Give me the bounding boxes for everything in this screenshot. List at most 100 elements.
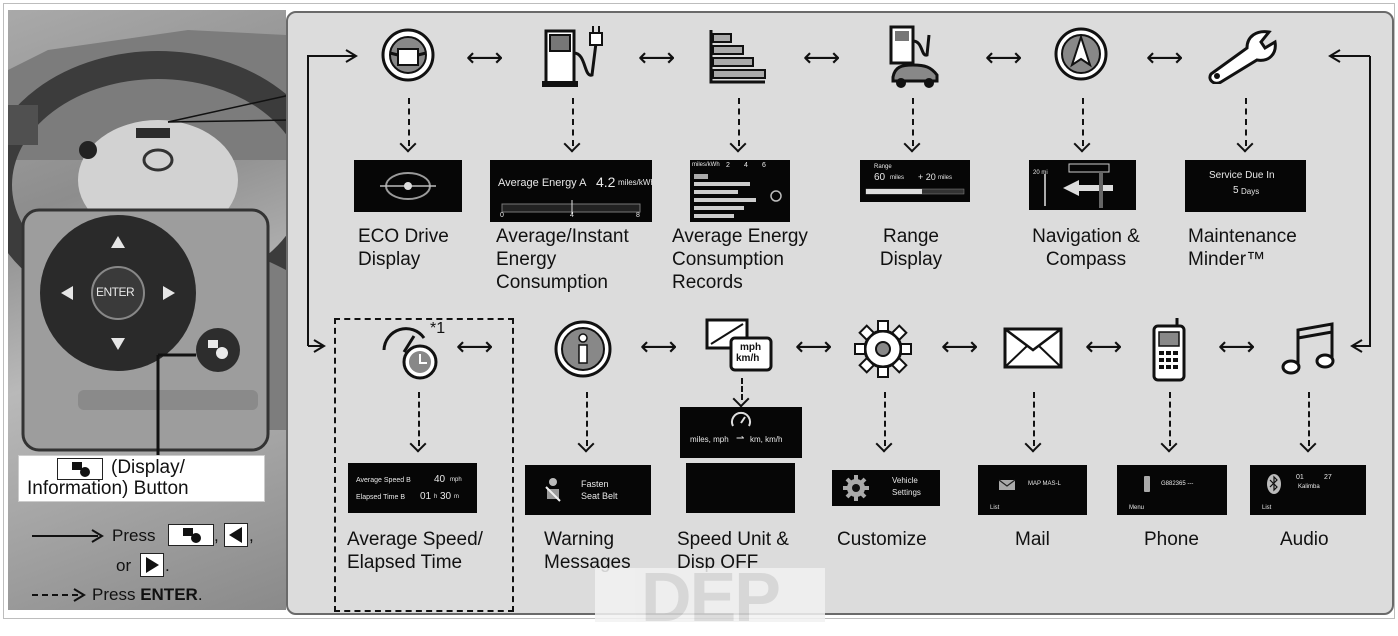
legend-dashed-prefix: Press: [92, 585, 141, 604]
label-speed-unit-l2: Disp OFF: [677, 552, 759, 573]
steering-wheel-photo: [8, 30, 286, 465]
legend-dashed-label: Press ENTER.: [92, 584, 203, 606]
music-note-icon: [1281, 322, 1335, 375]
controller-enter-label: ENTER: [96, 285, 135, 299]
bottom-arrow-5: ⟷: [1085, 331, 1123, 361]
warning-line1: Fasten: [581, 479, 609, 489]
avg-energy-unit: miles/kWh: [618, 178, 652, 187]
speed-unit-text2: km, km/h: [750, 435, 783, 444]
legend-display-button-icon: [168, 524, 214, 546]
bar-chart-icon: [709, 30, 766, 84]
info-icon: [554, 320, 612, 378]
legend-press-label: Press: [112, 526, 156, 545]
speedometer-icon: [731, 411, 751, 427]
label-mail: Mail: [1015, 528, 1050, 551]
phone-screen-handset-icon: [1144, 476, 1150, 492]
maintenance-value: 5: [1233, 185, 1239, 196]
top-arrow-1: ⟷: [466, 42, 504, 72]
phone-screen-softkey: Menu: [1129, 505, 1145, 511]
label-phone-l1: Phone: [1144, 529, 1199, 550]
label-customize: Customize: [837, 528, 927, 551]
avg-speed-line1-value: 40: [434, 474, 446, 485]
compass-icon: [1054, 27, 1108, 81]
label-avg-instant-l1: Average/Instant: [496, 226, 629, 247]
label-energy-records-l1: Average Energy: [672, 226, 808, 247]
legend-period: .: [165, 556, 170, 575]
label-avg-instant-l2: Energy: [496, 249, 557, 270]
wrench-icon: [1208, 30, 1277, 84]
maintenance-line1: Service Due In: [1209, 170, 1275, 181]
range-screen: Range 60 miles + 20 miles: [860, 160, 970, 202]
customize-gear-icon: [843, 475, 869, 501]
label-navigation-l1: Navigation &: [1032, 226, 1140, 247]
label-energy-records-l3: Records: [672, 272, 743, 293]
label-eco-drive: ECO Drive Display: [358, 225, 449, 271]
label-warning-l1: Warning: [544, 529, 615, 550]
records-tick-2: 6: [762, 162, 766, 169]
label-maintenance-l1: Maintenance: [1188, 226, 1297, 247]
range-pump-car-icon: [889, 25, 939, 88]
avg-speed-screen: Average Speed B 40 mph Elapsed Time B 01…: [348, 463, 477, 513]
records-unit: miles/kWh: [692, 162, 720, 168]
customize-screen: Vehicle Settings: [832, 470, 940, 506]
avg-energy-screen: Average Energy A 4.2 miles/kWh 0 4 8: [490, 160, 652, 222]
audio-screen: 01 27 Kalimba List: [1250, 465, 1366, 515]
dashed-arrow-icon: [32, 588, 86, 602]
label-navigation-l2: Compass: [1045, 249, 1127, 270]
steering-wheel-icon: [381, 28, 435, 82]
audio-track1: 01: [1296, 474, 1304, 481]
records-tick-1: 4: [744, 162, 748, 169]
bluetooth-icon: [1267, 474, 1281, 494]
label-mail-l1: Mail: [1015, 529, 1050, 550]
audio-softkey: List: [1262, 505, 1272, 511]
mail-screen: MAP MAS-L List: [978, 465, 1087, 515]
avg-speed-line2-h-unit: h: [434, 494, 438, 500]
avg-speed-line2-label: Elapsed Time B: [356, 494, 406, 501]
bottom-arrow-4: ⟷: [941, 331, 979, 361]
label-energy-records: Average Energy Consumption Records: [672, 225, 808, 294]
callout-leader: [167, 94, 291, 123]
right-arrow-button-icon: [140, 553, 164, 577]
label-avg-instant-l3: Consumption: [496, 272, 608, 293]
avg-speed-line2-m-unit: m: [454, 494, 459, 500]
avg-speed-line2-m: 30: [440, 491, 452, 502]
range-unit-2: miles: [938, 175, 953, 181]
label-maintenance: Maintenance Minder™: [1188, 225, 1297, 271]
avg-energy-tick-0: 0: [500, 212, 504, 219]
speed-unit-icon-mph: mph: [740, 342, 762, 353]
left-arrow-button-icon: [224, 523, 248, 547]
speed-unit-screen: miles, mph ⇀ km, km/h: [680, 407, 802, 458]
avg-energy-value: 4.2: [596, 174, 616, 190]
warning-screen: Fasten Seat Belt: [525, 465, 651, 515]
label-maintenance-l2: Minder™: [1188, 249, 1266, 270]
audio-artist: Kalimba: [1298, 484, 1320, 490]
label-audio-l1: Audio: [1280, 529, 1329, 550]
label-speed-unit-l1: Speed Unit &: [677, 529, 789, 550]
audio-track2: 27: [1324, 474, 1332, 481]
avg-speed-line2-h: 01: [420, 491, 432, 502]
label-warning: Warning Messages: [544, 528, 631, 574]
label-warning-l2: Messages: [544, 552, 631, 573]
top-arrow-2: ⟷: [638, 42, 676, 72]
gear-icon: [854, 320, 912, 378]
solid-arrow-icon: [32, 529, 104, 543]
range-value-2: + 20: [918, 172, 936, 182]
button-caption-line2: Information) Button: [27, 478, 189, 499]
label-avg-speed-l1: Average Speed/: [347, 529, 483, 550]
avg-speed-line1-label: Average Speed B: [356, 477, 411, 484]
envelope-icon: [1003, 327, 1063, 369]
nav-distance: 20 mi: [1033, 170, 1048, 176]
dashboard-photo: ENTER: [8, 10, 286, 610]
label-range-l2: Display: [879, 249, 943, 270]
avg-energy-tick-1: 4: [570, 212, 574, 219]
optional-item-dashed-box: [334, 318, 514, 612]
customize-line2: Settings: [892, 488, 921, 497]
range-label: Range: [874, 164, 892, 170]
footnote-marker: *1: [430, 320, 446, 337]
button-caption-box: (Display/ Information) Button: [18, 455, 265, 502]
warning-line2: Seat Belt: [581, 491, 618, 501]
avg-speed-line1-unit: mph: [450, 477, 462, 483]
mail-screen-text: MAP MAS-L: [1028, 481, 1061, 487]
label-range-l1: Range: [883, 226, 939, 247]
maintenance-unit: Days: [1241, 187, 1260, 196]
